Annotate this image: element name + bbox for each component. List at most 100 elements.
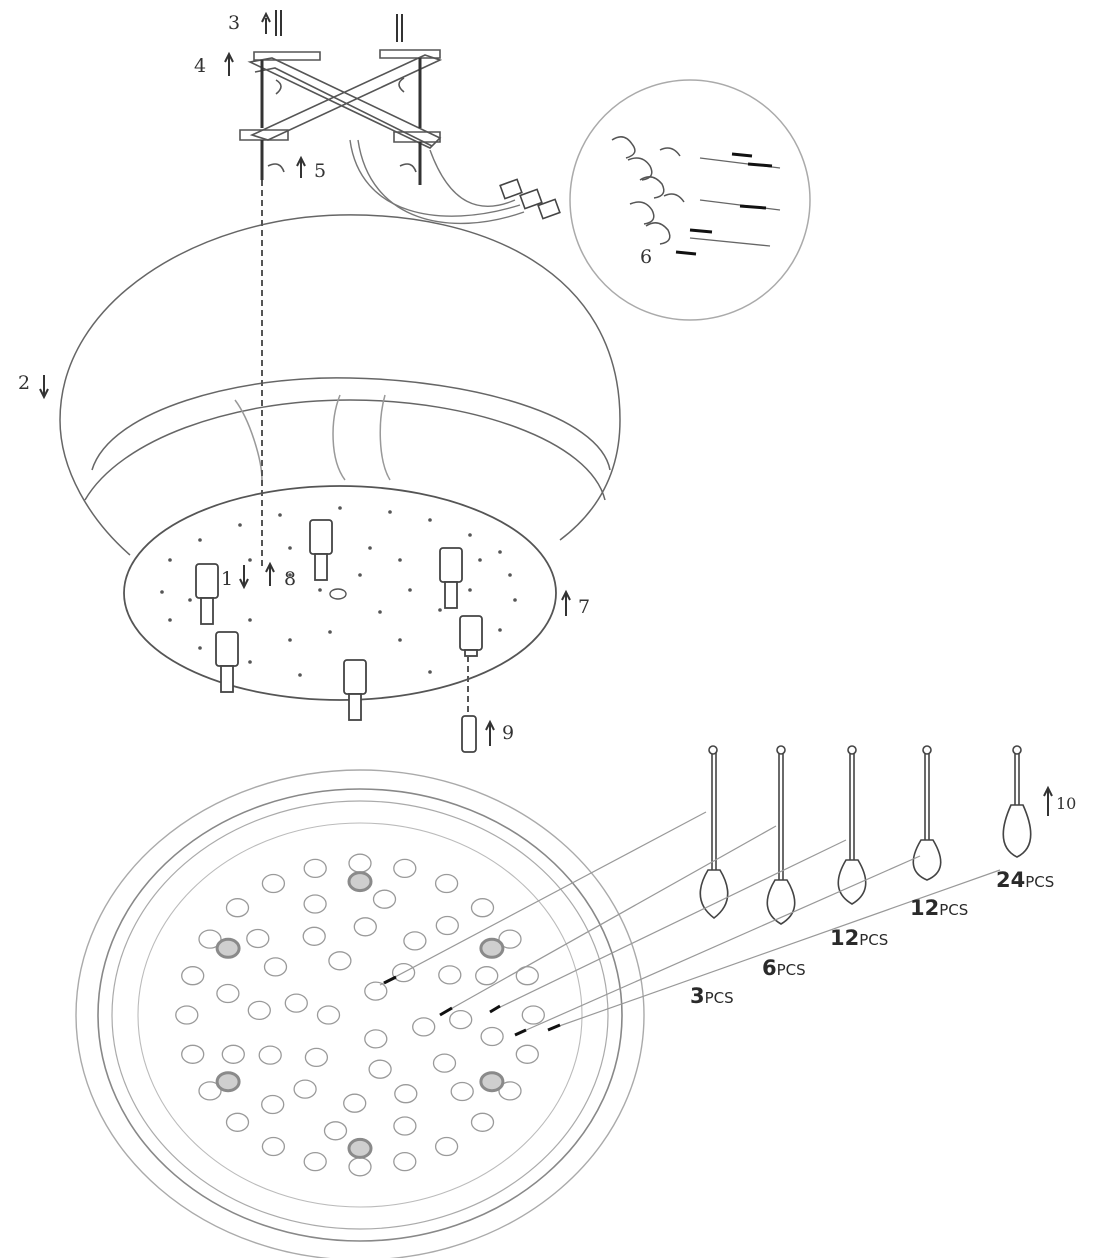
bulb-holes: [175, 853, 545, 1177]
bottom-view: [75, 769, 645, 1258]
bulb-hole: [198, 929, 222, 949]
bulb-hole: [343, 1093, 367, 1113]
lamp-sockets: [195, 519, 483, 753]
bulb-hole: [515, 966, 539, 986]
callout-4: 4: [194, 55, 207, 77]
alignment-lines: [261, 180, 469, 716]
bulb-hole: [434, 1136, 459, 1157]
mounting-hole: [479, 937, 505, 959]
bulb-hole: [372, 889, 397, 909]
bulb-hole: [261, 1094, 285, 1115]
bulb-hole: [403, 931, 427, 951]
callout-6: 6: [640, 246, 653, 268]
count-unit: PCS: [704, 989, 734, 1007]
wires: [349, 139, 525, 225]
bulb-hole: [181, 966, 205, 986]
bulb-hole: [394, 1084, 418, 1104]
count-unit: PCS: [939, 901, 969, 919]
bulb-hole: [470, 1112, 495, 1132]
count-number: 12: [830, 926, 860, 950]
count-6pcs: 6PCS: [762, 956, 806, 980]
leader-lines: [379, 811, 1001, 1036]
bulb-hole: [393, 1151, 417, 1172]
callout-2: 2: [18, 372, 31, 394]
bulb-hole: [470, 898, 495, 918]
callout-5: 5: [314, 160, 327, 182]
callout-9: 9: [502, 722, 515, 744]
bulb-hole: [434, 873, 459, 894]
bulb-hole: [258, 1045, 282, 1065]
bulb-hole: [221, 1044, 245, 1064]
bulb-hole: [284, 993, 308, 1013]
bulb-hole: [475, 966, 499, 986]
base-plate: [123, 485, 557, 701]
count-unit: PCS: [1025, 873, 1055, 891]
bulb-hole: [435, 915, 459, 936]
bulb-hole: [480, 1026, 504, 1047]
mounting-hole: [215, 1071, 241, 1093]
bulb-hole: [175, 1005, 199, 1025]
bulb-hole: [303, 1151, 327, 1172]
bulb-hole: [328, 951, 352, 971]
bulb-hole: [261, 1136, 286, 1157]
mounting-hole: [479, 1071, 505, 1093]
callout-1: 1: [221, 568, 234, 590]
count-12pcs-outer: 12PCS: [910, 896, 968, 920]
bulb-hole: [225, 1112, 250, 1132]
bulb-hole: [316, 1005, 341, 1025]
count-12pcs-inner: 12PCS: [830, 926, 888, 950]
pendant-drops: [699, 745, 1032, 925]
bulb-hole: [353, 917, 377, 937]
bulb-hole: [216, 983, 240, 1004]
bulb-hole: [323, 1121, 348, 1141]
bulb-hole: [247, 1000, 271, 1021]
mounting-hole: [215, 937, 241, 959]
leader-arrowheads: [383, 975, 561, 1037]
bulb-hole: [303, 894, 327, 914]
bulb-hole: [498, 929, 522, 949]
bulb-hole: [246, 928, 270, 949]
screw-icons: [224, 10, 403, 178]
count-number: 24: [996, 868, 1026, 892]
bulb-hole: [198, 1081, 222, 1101]
count-number: 12: [910, 896, 940, 920]
bulb-hole: [181, 1044, 205, 1064]
bulb-hole: [449, 1009, 473, 1030]
terminal-block: [499, 178, 561, 220]
bulb-hole: [515, 1044, 539, 1064]
bulb-hole: [348, 1157, 372, 1177]
bulb-hole: [293, 1079, 317, 1099]
count-3pcs: 3PCS: [690, 984, 734, 1008]
bulb-hole: [303, 858, 327, 879]
cross-bracket: [239, 49, 443, 185]
bulb-hole: [348, 853, 372, 873]
count-24pcs: 24PCS: [996, 868, 1054, 892]
bulb-hole: [263, 957, 288, 977]
callout-8: 8: [284, 568, 297, 590]
bulb-hole: [364, 981, 388, 1001]
callout-7: 7: [578, 596, 591, 618]
bulb-hole: [304, 1047, 329, 1068]
callout-10: 10: [1056, 794, 1077, 813]
wiring-detail-circle: [569, 79, 811, 321]
mounting-hole: [347, 1137, 373, 1159]
count-unit: PCS: [859, 931, 889, 949]
count-unit: PCS: [776, 961, 806, 979]
bulb-hole: [450, 1081, 474, 1102]
bulb-hole: [391, 962, 416, 983]
bulb-hole: [498, 1081, 522, 1101]
bulb-hole: [368, 1059, 392, 1079]
bulb-hole: [364, 1029, 388, 1049]
bulb-hole: [412, 1017, 436, 1037]
bulb-hole: [393, 858, 417, 879]
bulb-hole: [261, 873, 286, 894]
count-number: 3: [690, 984, 705, 1008]
callout-3: 3: [228, 12, 241, 34]
glass-shade: [59, 214, 621, 556]
bulb-hole: [521, 1005, 545, 1025]
count-number: 6: [762, 956, 777, 980]
bulb-hole: [438, 965, 462, 985]
bulb-hole: [393, 1116, 417, 1136]
